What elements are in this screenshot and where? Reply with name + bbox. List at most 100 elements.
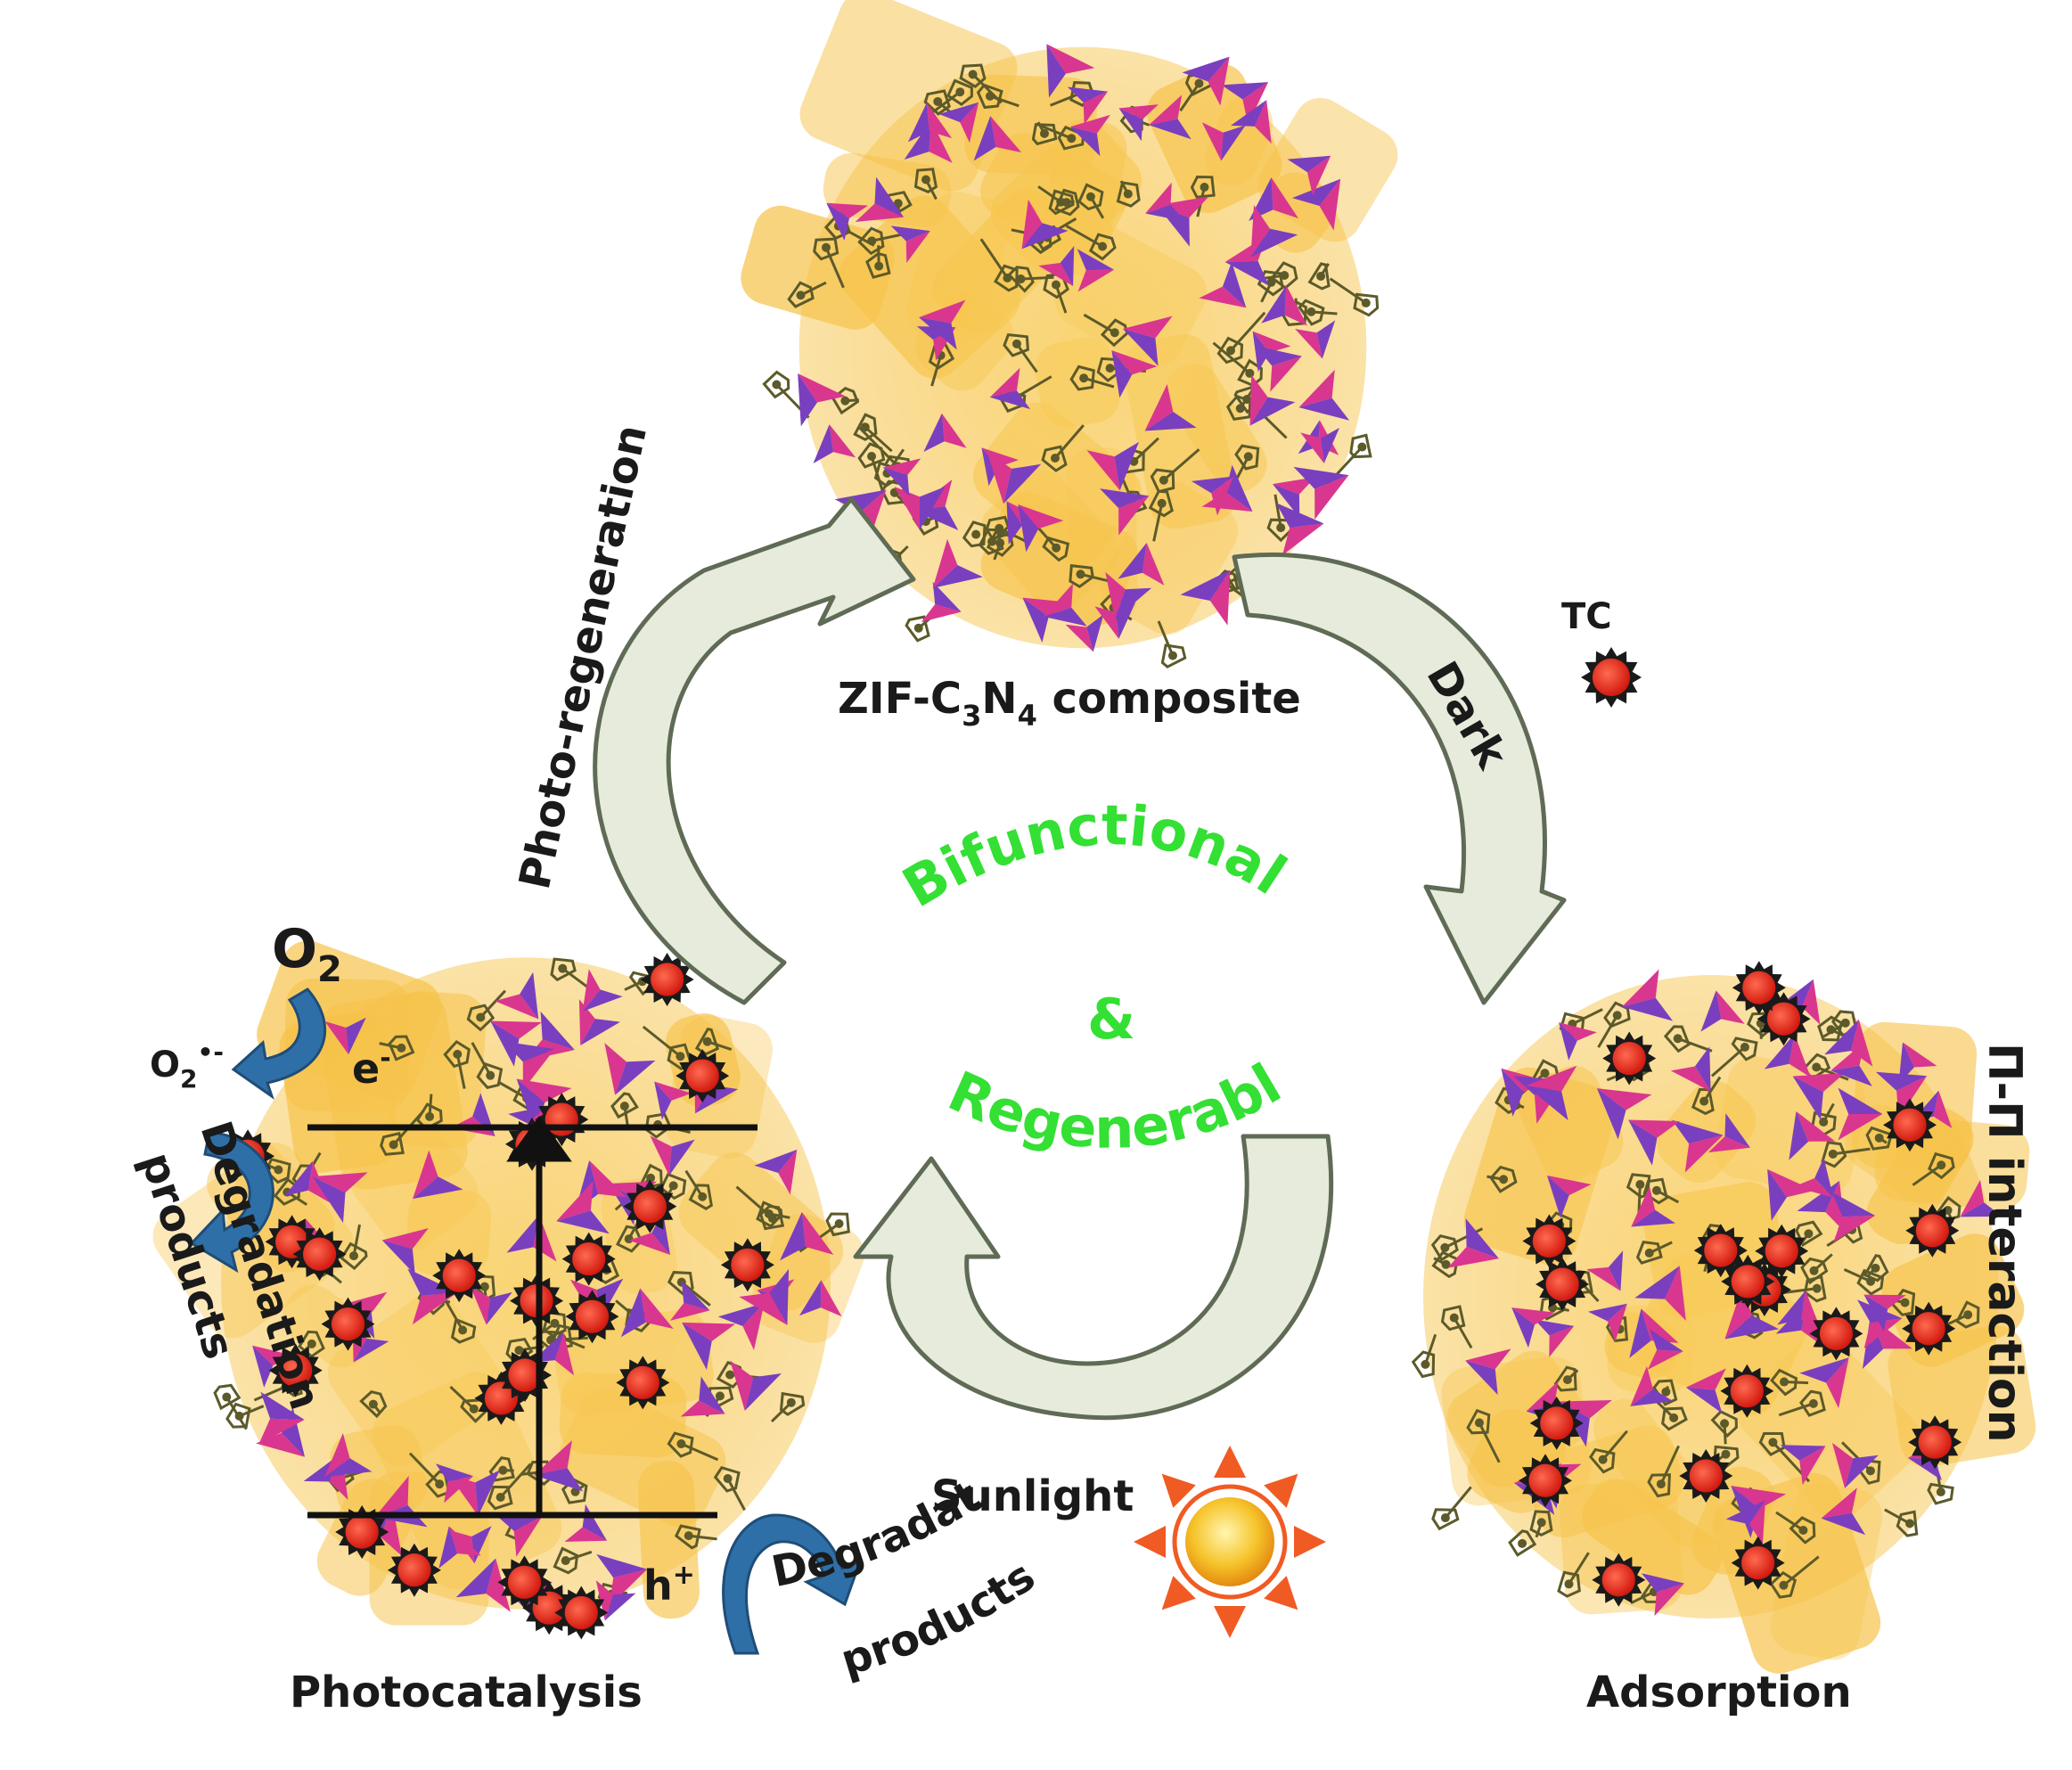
- linker-atom: [1357, 442, 1367, 452]
- tetrahedron-face-b: [1111, 349, 1133, 398]
- tetrahedron-face-b: [1789, 1110, 1809, 1160]
- tetrahedron-face-a: [1902, 1042, 1937, 1068]
- tetrahedron-face-a: [1144, 384, 1174, 431]
- tetrahedron-face-a: [1306, 155, 1331, 196]
- tetrahedron-face-a: [329, 1453, 348, 1500]
- imidazole-ring: [1769, 1570, 1798, 1599]
- tetrahedron-face-b: [1224, 260, 1269, 286]
- linker-atom: [368, 1399, 378, 1409]
- tc-molecule-core: [545, 1102, 578, 1136]
- tetrahedron-face-a: [252, 1345, 295, 1366]
- tc-molecule-icon: [1602, 1031, 1657, 1086]
- zn-tetrahedron: [1065, 614, 1104, 652]
- linker-atom: [1157, 498, 1167, 508]
- tetrahedron-face-b: [412, 1176, 463, 1200]
- tetrahedron-face-b: [534, 1468, 584, 1492]
- tc-molecule-core: [508, 1358, 542, 1392]
- tetrahedron-face-b: [596, 1553, 648, 1578]
- sun-ray: [1214, 1446, 1246, 1478]
- imidazole-ring: [1226, 394, 1252, 422]
- zn-tetrahedron: [435, 1463, 474, 1504]
- zn-tetrahedron: [1647, 1329, 1683, 1370]
- linker-atom: [389, 1140, 398, 1150]
- linker-atom: [1828, 1149, 1838, 1159]
- imidazole-ring: [1298, 299, 1325, 326]
- imidazole-ring: [1810, 1111, 1837, 1136]
- tetrahedron-face-a: [516, 1078, 572, 1103]
- tetrahedron-face-b: [1250, 228, 1298, 258]
- tetrahedron-face-a: [448, 1474, 479, 1516]
- imidazole-ring: [1270, 261, 1298, 290]
- electron-transfer-arrow-icon: [189, 987, 863, 1655]
- imidazole-ring: [1557, 1570, 1581, 1598]
- zn-tetrahedron: [1447, 1218, 1499, 1268]
- tc-molecule-icon: [1720, 1364, 1774, 1418]
- imidazolate-linker: [408, 1452, 441, 1486]
- tetrahedron-face-a: [522, 1048, 555, 1091]
- tc-molecule-core: [345, 1515, 379, 1549]
- zn-tetrahedron: [412, 1150, 463, 1200]
- tetrahedron-face-a: [1631, 1186, 1656, 1227]
- imidazolate-linker: [1453, 1316, 1473, 1349]
- band-diagram: [307, 1115, 758, 1519]
- tetrahedron-face-a: [1802, 979, 1821, 1025]
- tc-molecule-icon: [1581, 647, 1642, 708]
- zn-tetrahedron: [1621, 969, 1674, 1021]
- tetrahedron-face-b: [1694, 1046, 1711, 1092]
- zn-tetrahedron: [1287, 155, 1331, 196]
- tetrahedron-face-a: [556, 1180, 594, 1222]
- tetrahedron-face-b: [1293, 466, 1349, 489]
- linker-atom: [1936, 1487, 1945, 1497]
- tc-molecule-core: [1912, 1312, 1945, 1346]
- tetrahedron-face-b: [1777, 1290, 1806, 1325]
- tetrahedron-face-b: [1511, 1307, 1535, 1348]
- linker-atom: [425, 1111, 435, 1121]
- tc-molecule-core: [1741, 1546, 1775, 1580]
- imidazole-ring: [1148, 489, 1174, 518]
- imidazole-ring: [674, 1524, 701, 1550]
- imidazolate-linker: [1423, 1333, 1437, 1365]
- tetrahedron-face-b: [475, 1470, 501, 1516]
- linker-atom: [1474, 1418, 1484, 1428]
- zn-tetrahedron: [855, 176, 905, 222]
- tetrahedron-face-b: [1830, 1065, 1872, 1086]
- imidazole-ring: [667, 1431, 694, 1458]
- tetrahedron-face-a: [595, 1580, 614, 1621]
- imidazolate-linker: [499, 1463, 532, 1498]
- linker-atom: [1518, 1538, 1527, 1548]
- imidazolate-linker: [1065, 225, 1103, 248]
- imidazolate-linker: [449, 1385, 475, 1410]
- linker-atom: [1669, 1413, 1679, 1422]
- linker-atom: [1612, 1011, 1622, 1020]
- linker-atom: [550, 1318, 560, 1328]
- zn-tetrahedron: [448, 1470, 501, 1516]
- zn-tetrahedron: [1018, 504, 1064, 553]
- tc-molecule-icon: [561, 1232, 616, 1286]
- linker-atom: [772, 380, 782, 389]
- linker-atom: [476, 1012, 486, 1022]
- zn-tetrahedron: [1725, 1500, 1765, 1545]
- linker-atom: [676, 1439, 686, 1449]
- tc-molecule-core: [626, 1365, 659, 1400]
- imidazole-ring: [487, 1485, 513, 1511]
- tc-molecule-core: [1918, 1425, 1952, 1459]
- tetrahedron-face-b: [754, 1149, 798, 1174]
- tc-molecule-icon: [1905, 1203, 1960, 1258]
- imidazolate-linker: [726, 1478, 746, 1511]
- tc-molecule-core: [331, 1307, 365, 1341]
- linker-atom: [646, 1173, 656, 1183]
- aggregate-body: [1423, 975, 1999, 1618]
- tetrahedron-face-a: [1628, 1119, 1680, 1138]
- imidazolate-linker: [1783, 1287, 1817, 1294]
- tetrahedron-face-b: [1149, 119, 1192, 140]
- tetrahedron-face-b: [1631, 1209, 1675, 1227]
- imidazolate-linker: [1832, 1147, 1871, 1156]
- zn-tetrahedron: [798, 373, 846, 427]
- tetrahedron-face-b: [1249, 397, 1296, 426]
- tetrahedron-face-a: [1731, 1486, 1787, 1509]
- linker-atom: [1721, 1449, 1731, 1459]
- zn-tetrahedron: [1685, 1368, 1726, 1414]
- imidazole-ring: [1307, 262, 1331, 291]
- tetrahedron-face-b: [620, 1288, 646, 1338]
- imidazolate-linker: [1020, 275, 1054, 281]
